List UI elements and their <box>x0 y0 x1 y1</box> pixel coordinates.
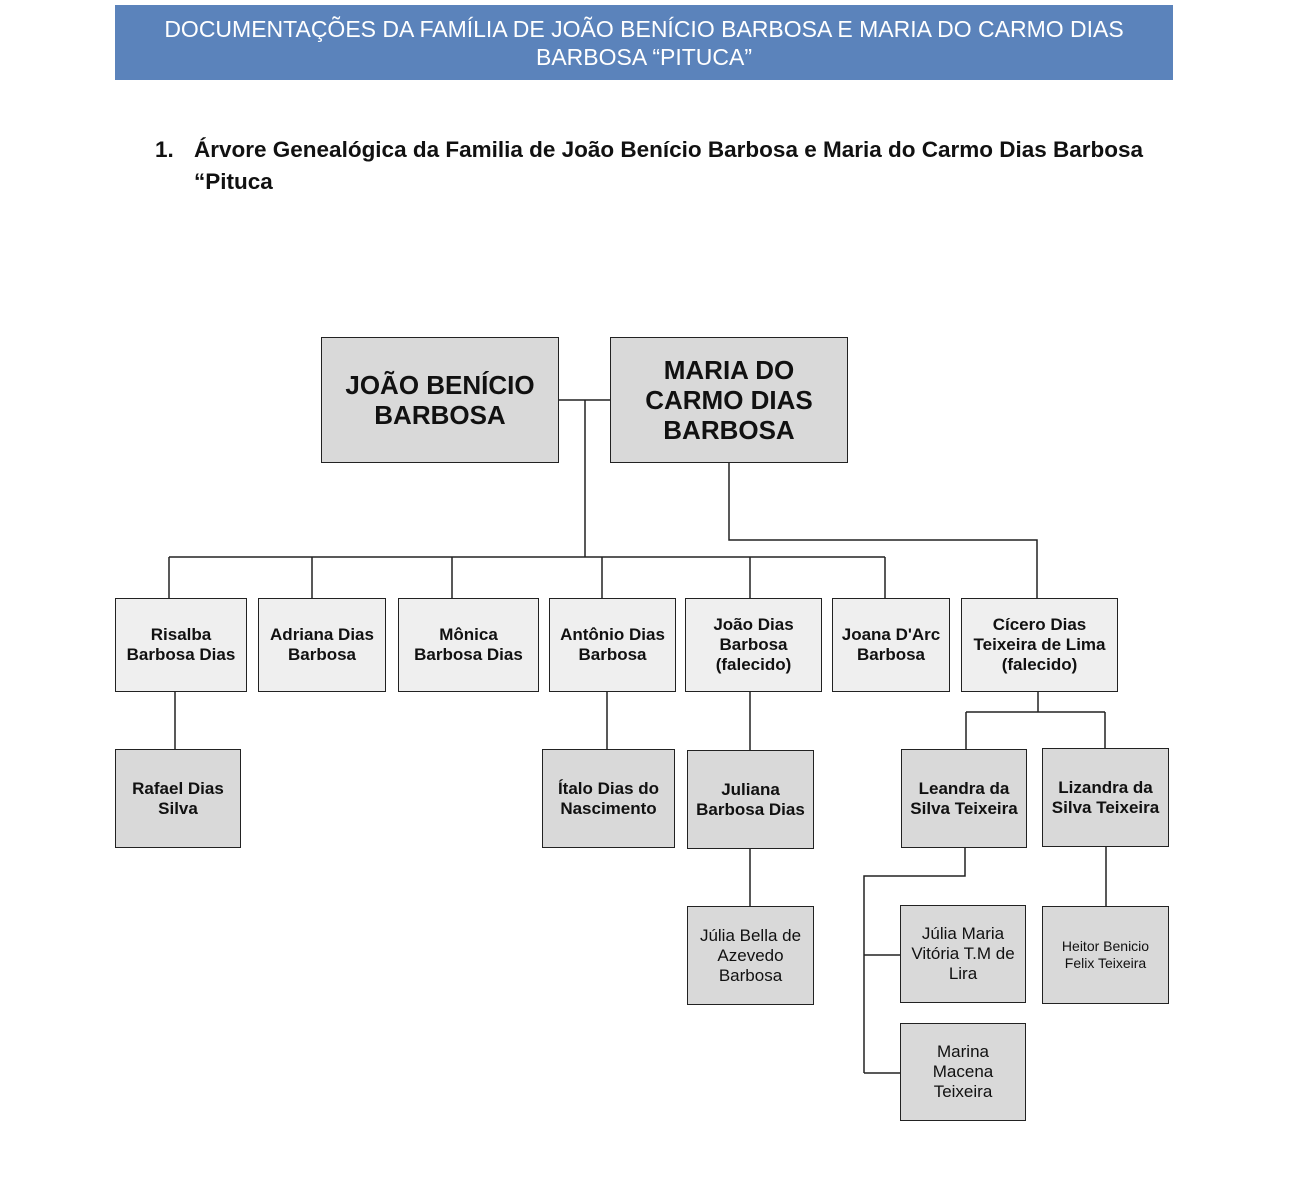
grandchild-lizandra: Lizandra da Silva Teixeira <box>1042 748 1169 847</box>
child-antonio: Antônio Dias Barbosa <box>549 598 676 692</box>
section-title: Árvore Genealógica da Familia de João Be… <box>194 137 1144 194</box>
header-line-2: BARBOSA “PITUCA” <box>536 43 752 70</box>
child-risalba: Risalba Barbosa Dias <box>115 598 247 692</box>
header-line-1: DOCUMENTAÇÕES DA FAMÍLIA DE JOÃO BENÍCIO… <box>164 15 1124 42</box>
child-joana: Joana D'Arc Barbosa <box>832 598 950 692</box>
child-cicero: Cícero Dias Teixeira de Lima (falecido) <box>961 598 1118 692</box>
great-grandchild-julia-bella: Júlia Bella de Azevedo Barbosa <box>687 906 814 1005</box>
grandchild-italo: Ítalo Dias do Nascimento <box>542 749 675 848</box>
section-number: 1. <box>155 137 174 162</box>
great-grandchild-julia-maria: Júlia Maria Vitória T.M de Lira <box>900 905 1026 1003</box>
child-joao-dias: João Dias Barbosa (falecido) <box>685 598 822 692</box>
great-grandchild-heitor: Heitor Benicio Felix Teixeira <box>1042 906 1169 1004</box>
child-adriana: Adriana Dias Barbosa <box>258 598 386 692</box>
grandchild-rafael: Rafael Dias Silva <box>115 749 241 848</box>
parent-maria-do-carmo: MARIA DO CARMO DIAS BARBOSA <box>610 337 848 463</box>
grandchild-leandra: Leandra da Silva Teixeira <box>901 749 1027 848</box>
great-grandchild-marina: Marina Macena Teixeira <box>900 1023 1026 1121</box>
child-monica: Mônica Barbosa Dias <box>398 598 539 692</box>
document-header: DOCUMENTAÇÕES DA FAMÍLIA DE JOÃO BENÍCIO… <box>115 5 1173 80</box>
grandchild-juliana: Juliana Barbosa Dias <box>687 750 814 849</box>
parent-joao-benicio: JOÃO BENÍCIO BARBOSA <box>321 337 559 463</box>
